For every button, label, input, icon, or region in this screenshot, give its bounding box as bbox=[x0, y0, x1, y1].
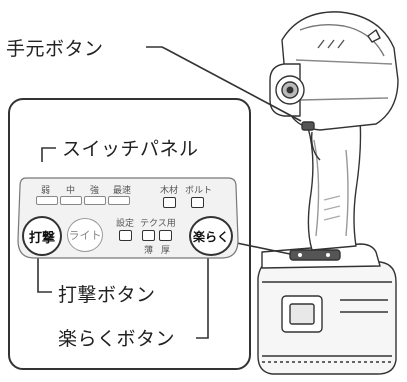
callout-frame bbox=[8, 98, 251, 370]
leader-panel-to-tool bbox=[231, 241, 291, 255]
mode-label-wood: 木材 bbox=[160, 186, 179, 196]
level-label-fastest: 最速 bbox=[113, 186, 132, 196]
tek-thin-button[interactable] bbox=[142, 230, 155, 241]
level-label-medium: 中 bbox=[66, 186, 76, 196]
hand-button-label: 手元ボタン bbox=[6, 38, 104, 60]
impact-button-label: 打撃ボタン bbox=[58, 284, 156, 306]
tek-thick-label: 厚 bbox=[161, 246, 171, 256]
level-led-strong bbox=[84, 196, 106, 205]
mode-label-bolt: ボルト bbox=[185, 186, 213, 196]
setting-label: 設定 bbox=[116, 219, 135, 229]
impact-button[interactable]: 打撃 bbox=[22, 216, 62, 256]
easy-button-label: 楽らくボタン bbox=[58, 328, 176, 350]
switch-panel-label: スイッチパネル bbox=[62, 138, 199, 160]
easy-mode-button[interactable]: 楽らく bbox=[189, 216, 233, 256]
leader-hand-button bbox=[146, 46, 302, 122]
leader-switch-panel bbox=[41, 147, 56, 162]
level-led-medium bbox=[60, 196, 82, 205]
level-led-fastest bbox=[108, 196, 130, 205]
impact-driver-illustration bbox=[257, 11, 399, 375]
tek-thin-label: 薄 bbox=[144, 246, 154, 256]
light-button[interactable]: ライト bbox=[67, 218, 103, 252]
leader-lines bbox=[37, 46, 302, 339]
wood-mode-button[interactable] bbox=[163, 197, 176, 208]
level-led-weak bbox=[36, 196, 58, 205]
leader-easy-button bbox=[196, 255, 209, 339]
tek-thick-button[interactable] bbox=[159, 230, 172, 241]
bolt-mode-button[interactable] bbox=[191, 197, 204, 208]
setting-button[interactable] bbox=[119, 230, 132, 241]
level-label-weak: 弱 bbox=[41, 186, 51, 196]
leader-impact-button bbox=[37, 255, 52, 293]
tek-screw-label: テクス用 bbox=[140, 219, 176, 229]
level-label-strong: 強 bbox=[90, 186, 100, 196]
